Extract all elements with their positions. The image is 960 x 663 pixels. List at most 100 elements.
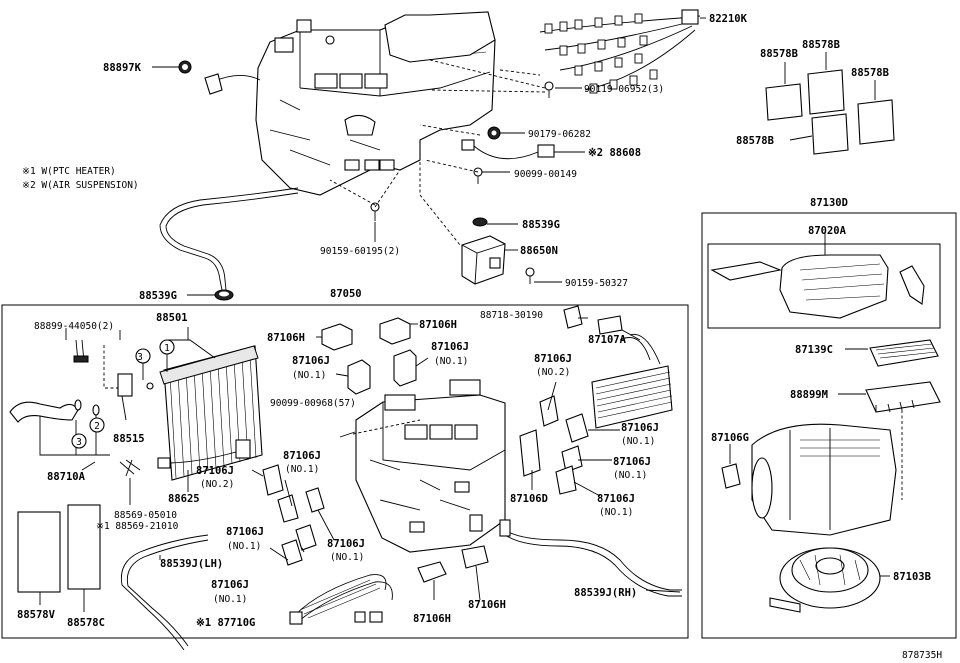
label-87106j-h-sub: (NO.2) (536, 367, 570, 378)
label-87106j-d: 87106J (283, 450, 321, 462)
label-87139c: 87139C (795, 344, 833, 356)
ref-c2: 2 (94, 421, 100, 432)
label-87103b: 87103B (893, 571, 931, 583)
label-87106j-k-sub: (NO.1) (599, 507, 633, 518)
module-88650n (461, 235, 506, 285)
label-90179: 90179-06282 (528, 129, 591, 140)
label-90119: 90119-06952(3) (584, 84, 664, 95)
label-87106j-f-sub: (NO.1) (330, 552, 364, 563)
blower-case-87020a (710, 232, 925, 319)
label-87106j-f: 87106J (327, 538, 365, 550)
ref-c3a: 3 (137, 352, 143, 363)
label-87106j-a: 87106J (292, 355, 330, 367)
label-87106g: 87106G (711, 432, 749, 444)
label-88578b-3: 88578B (851, 67, 889, 79)
label-88501: 88501 (156, 312, 188, 324)
label-88625: 88625 (168, 493, 200, 505)
leaders-mid (81, 317, 681, 601)
fasteners-top (370, 81, 554, 284)
drain-hose-rh (504, 529, 682, 591)
evaporator-88501 (159, 345, 263, 481)
connectors-mid (262, 317, 489, 583)
label-87106h-3: 87106H (413, 613, 451, 625)
filter-87139c (845, 339, 939, 367)
expansion-valve (65, 328, 133, 421)
label-87106j-i: 87106J (621, 422, 659, 434)
filter-frame-88899m (838, 381, 941, 500)
label-88710a: 88710A (47, 471, 86, 483)
drain-hose-lh (120, 534, 209, 651)
label-87106h-4: 87106H (468, 599, 506, 611)
label-88578b-1: 88578B (760, 48, 798, 60)
leader-88501 (168, 327, 216, 359)
label-88539j-lh: 88539J(LH) (160, 558, 223, 570)
sensor-88608 (461, 139, 555, 160)
label-88515: 88515 (113, 433, 145, 445)
label-87106j-d-sub: (NO.1) (285, 464, 319, 475)
sensor-88625 (157, 439, 251, 492)
note-2: ※2 W(AIR SUSPENSION) (22, 180, 139, 191)
filter-pads-88578b (765, 52, 895, 155)
label-87106j-j-sub: (NO.1) (613, 470, 647, 481)
label-88578b-4: 88578B (736, 135, 774, 147)
label-88569-21010: ※1 88569-21010 (96, 521, 179, 532)
circled-refs (71, 339, 175, 449)
filters-88578v-c (17, 504, 101, 612)
label-87106d: 87106D (510, 493, 548, 505)
label-90159-60195: 90159-60195(2) (320, 246, 400, 257)
label-88897k: 88897K (103, 62, 142, 74)
label-87710g: ※1 87710G (196, 617, 255, 629)
label-82210k: 82210K (709, 13, 748, 25)
label-87106j-k: 87106J (597, 493, 635, 505)
label-88899-44050: 88899-44050(2) (34, 321, 114, 332)
blower-motor-87103b (769, 547, 890, 613)
label-87106j-j: 87106J (613, 456, 651, 468)
diagram-code: 878735H (902, 650, 942, 661)
hvac-unit-assembly (255, 11, 496, 196)
label-88569-05010: 88569-05010 (114, 510, 177, 521)
label-90159-50327: 90159-50327 (565, 278, 628, 289)
harness-87710g (289, 574, 393, 625)
label-88578c: 88578C (67, 617, 105, 629)
label-87106j-b-sub: (NO.1) (434, 356, 468, 367)
label-90099-00968: 90099-00968(57) (270, 398, 356, 409)
blower-assy-frame (701, 212, 957, 639)
label-87020a: 87020A (808, 225, 847, 237)
label-88608: ※2 88608 (588, 147, 641, 159)
unit-assy-frame (1, 304, 689, 639)
label-87106h-2: 87106H (419, 319, 457, 331)
label-88578b-2: 88578B (802, 39, 840, 51)
label-87106j-c-sub: (NO.2) (200, 479, 234, 490)
label-87106h-1: 87106H (267, 332, 305, 344)
label-88718-30190: 88718-30190 (480, 310, 543, 321)
label-88578v: 88578V (17, 609, 56, 621)
label-90099-00149: 90099-00149 (514, 169, 577, 180)
labels: 82210K 88897K 90119-06952(3) 90179-06282… (17, 13, 942, 661)
blower-unit (721, 423, 897, 536)
label-87050: 87050 (330, 288, 362, 300)
clip-88569 (119, 459, 141, 505)
blower-case-frame (707, 243, 941, 329)
label-88539j-rh: 88539J(RH) (574, 587, 637, 599)
label-87106j-c: 87106J (196, 465, 234, 477)
label-87106j-g: 87106J (211, 579, 249, 591)
ref-c3b: 3 (76, 437, 82, 448)
label-87106j-e: 87106J (226, 526, 264, 538)
label-88650n: 88650N (520, 245, 558, 257)
label-88539g-top: 88539G (522, 219, 560, 231)
label-87106j-g-sub: (NO.1) (213, 594, 247, 605)
label-87106j-b: 87106J (431, 341, 469, 353)
ref-c1: 1 (164, 343, 170, 354)
label-88899m: 88899M (790, 389, 828, 401)
drain-hose-88539g (159, 187, 299, 291)
heater-core-87107a (563, 305, 673, 429)
screw-90099-00968 (339, 431, 356, 438)
wire-harness-82210k (539, 9, 701, 94)
unit-case-87050 (355, 379, 506, 553)
label-87106j-e-sub: (NO.1) (227, 541, 261, 552)
note-1: ※1 W(PTC HEATER) (22, 166, 116, 177)
connectors-right (519, 395, 589, 495)
label-87106j-h: 87106J (534, 353, 572, 365)
label-88539g-bottom: 88539G (139, 290, 177, 302)
